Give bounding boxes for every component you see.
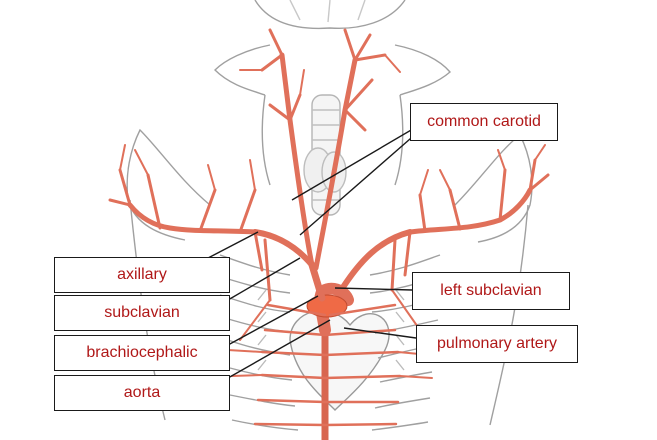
left-axillary-vessel: [407, 187, 533, 235]
leader-aorta: [227, 319, 331, 379]
label-brachiocephalic: brachiocephalic: [54, 335, 230, 371]
label-pulmonary-artery: pulmonary artery: [416, 325, 578, 363]
left-subclavian-vessel: [337, 229, 413, 295]
label-common-carotid: common carotid: [410, 103, 558, 141]
leader-brachiocephalic: [227, 295, 319, 346]
leader-common-carotid-2: [299, 131, 419, 236]
label-aorta: aorta: [54, 375, 230, 411]
leader-left-subclavian: [334, 287, 413, 291]
right-subclavian-vessel: [252, 229, 315, 268]
left-common-carotid-vessel: [313, 57, 358, 271]
arch-highlight: [306, 294, 348, 318]
label-subclavian: subclavian: [54, 295, 230, 331]
label-left-subclavian: left subclavian: [412, 272, 570, 310]
arterial-tree: [108, 28, 550, 440]
right-axillary-vessel: [127, 202, 258, 235]
leader-subclavian: [227, 257, 301, 301]
label-axillary: axillary: [54, 257, 230, 293]
leader-pulmonary-artery: [343, 327, 417, 339]
brachiocephalic-vessel: [308, 261, 326, 302]
leader-common-carotid-1: [291, 125, 419, 201]
right-common-carotid-vessel: [279, 52, 315, 268]
